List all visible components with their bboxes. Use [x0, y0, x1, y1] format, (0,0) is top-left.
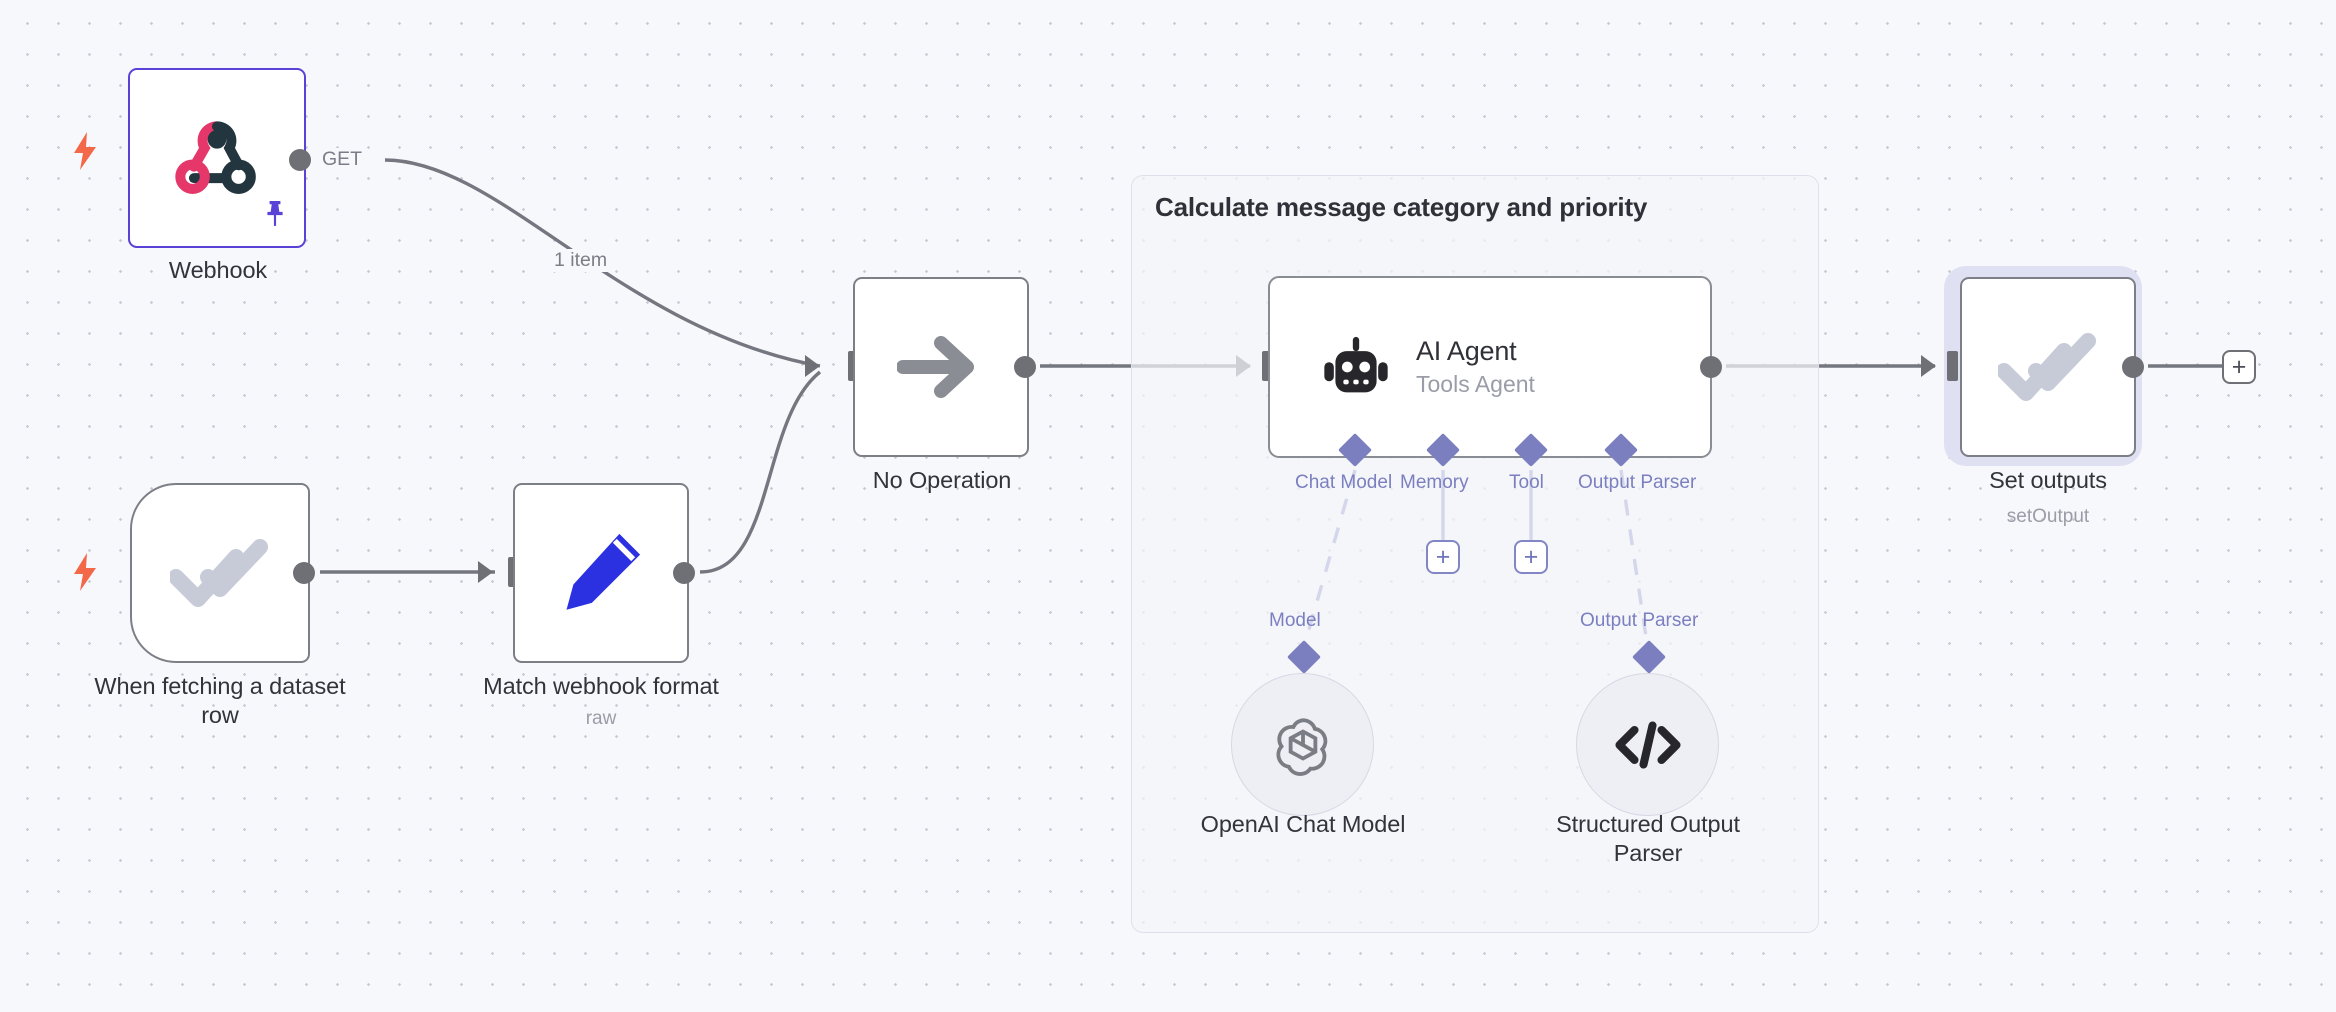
sub-port-label-output-parser: Output Parser: [1580, 610, 1699, 631]
when-fetching-dataset-row-node-box[interactable]: [130, 483, 310, 663]
group-title: Calculate message category and priority: [1155, 192, 1648, 222]
port-label-tool: Tool: [1509, 472, 1544, 493]
openai-icon: [1276, 717, 1327, 776]
ai-agent-title: AI Agent: [1416, 336, 1517, 366]
no-operation-output-port[interactable]: [1014, 356, 1036, 378]
edge-arrow-no-operation: [805, 355, 820, 377]
trigger-bolt-icon: [74, 132, 96, 170]
set-outputs-output-port[interactable]: [2122, 356, 2144, 378]
edge-arrow-match-webhook: [478, 561, 493, 583]
trigger-bolt-icon: [74, 553, 96, 591]
pencil-icon: [566, 533, 641, 610]
when-fetching-dataset-row-label: When fetching a dataset row: [94, 673, 346, 728]
arrow-right-icon: [897, 336, 974, 398]
match-webhook-format-label: Match webhook format: [483, 673, 719, 699]
port-label-chat-model: Chat Model: [1295, 472, 1393, 493]
set-outputs-label: Set outputs: [1989, 467, 2107, 493]
sub-port-label-model: Model: [1269, 610, 1321, 631]
match-webhook-output-port[interactable]: [673, 562, 695, 584]
add-node-button[interactable]: +: [2222, 350, 2256, 384]
webhook-output-port[interactable]: [289, 149, 311, 171]
no-operation-node-box[interactable]: [853, 277, 1029, 457]
add-memory-button[interactable]: +: [1426, 540, 1460, 574]
edge-arrow-set-outputs: [1921, 355, 1936, 377]
edge-label-get: GET: [317, 148, 368, 171]
no-operation-label: No Operation: [872, 467, 1012, 493]
set-outputs-node-box[interactable]: [1960, 277, 2136, 457]
ai-agent-input-port[interactable]: [1262, 351, 1273, 381]
openai-chat-model-node-box[interactable]: [1231, 673, 1374, 816]
robot-icon: [1324, 336, 1388, 393]
structured-output-parser-label: Structured Output Parser: [1556, 811, 1740, 866]
double-check-icon: [170, 539, 268, 607]
when-fetching-output-port[interactable]: [293, 562, 315, 584]
pin-icon[interactable]: [262, 198, 288, 230]
webhook-node-label: Webhook: [168, 257, 268, 283]
port-label-memory: Memory: [1400, 472, 1469, 493]
code-icon: [1614, 720, 1681, 769]
set-outputs-input-port[interactable]: [1947, 351, 1958, 381]
webhook-icon: [175, 121, 256, 194]
structured-output-parser-node-box[interactable]: [1576, 673, 1719, 816]
ai-agent-output-port[interactable]: [1700, 356, 1722, 378]
port-label-output-parser: Output Parser: [1578, 472, 1697, 493]
openai-chat-model-label: OpenAI Chat Model: [1200, 811, 1406, 837]
set-outputs-subtitle: setOutput: [2006, 506, 2090, 527]
edge-label-item-count: 1 item: [549, 249, 613, 272]
match-webhook-format-subtitle: raw: [585, 708, 617, 729]
ai-agent-node-box[interactable]: AI Agent Tools Agent: [1268, 276, 1712, 458]
double-check-icon: [1998, 333, 2096, 401]
match-webhook-format-node-box[interactable]: [513, 483, 689, 663]
ai-agent-subtitle: Tools Agent: [1416, 371, 1535, 397]
add-tool-button[interactable]: +: [1514, 540, 1548, 574]
